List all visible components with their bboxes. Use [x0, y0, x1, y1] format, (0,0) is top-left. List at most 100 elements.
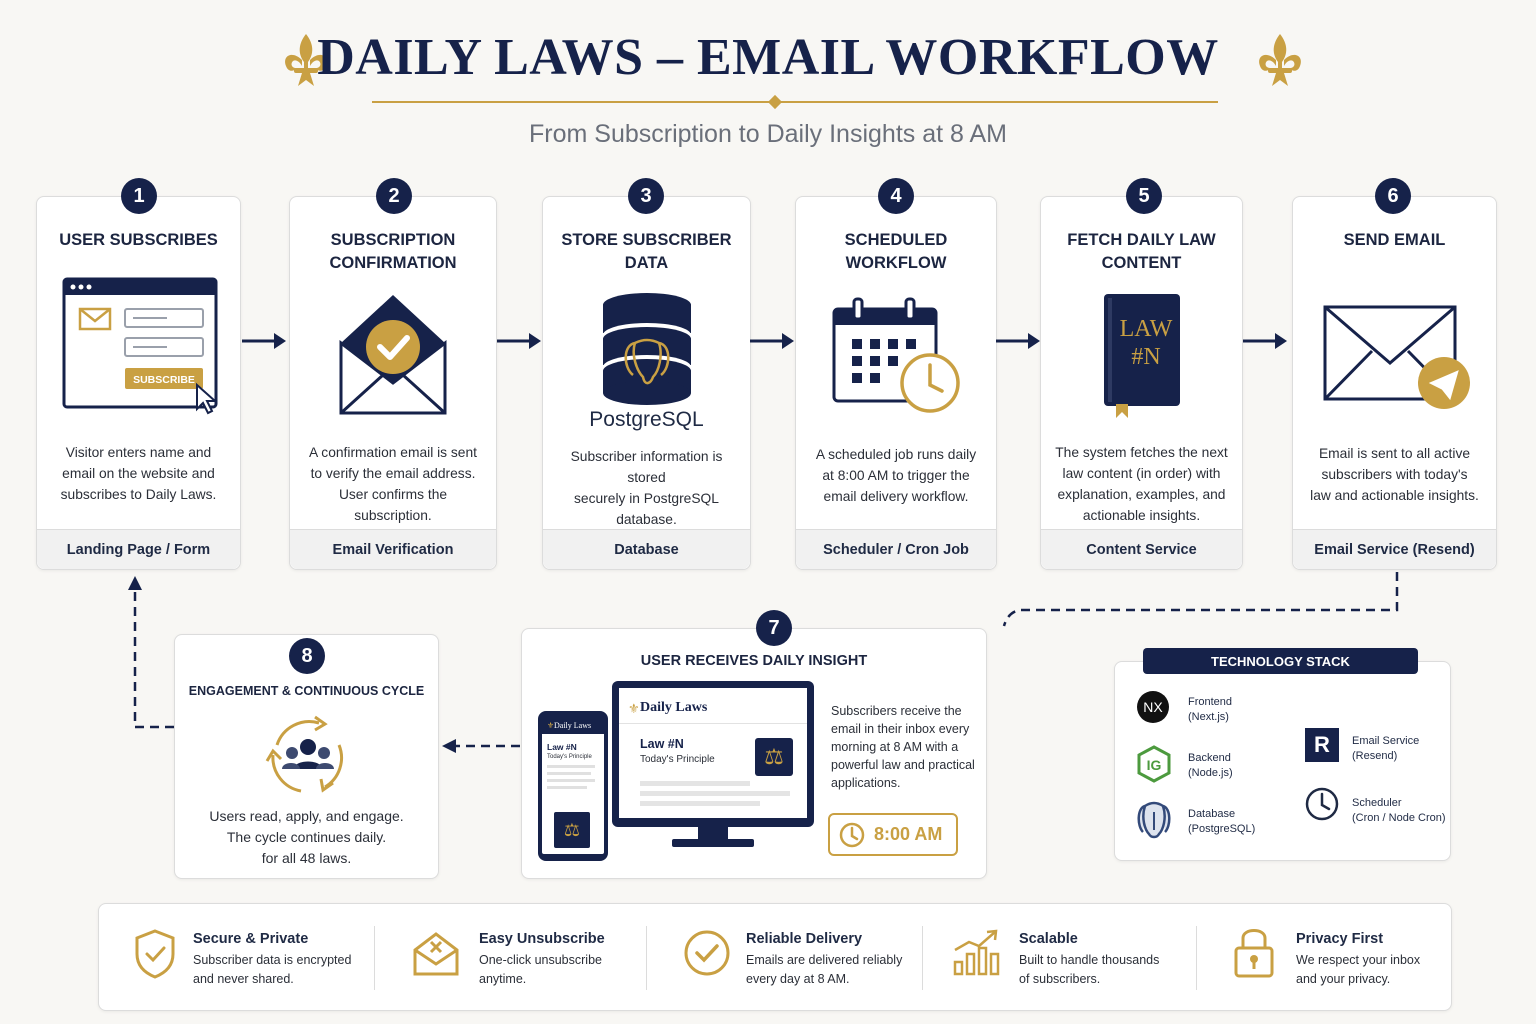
book-title-line1: LAW	[1119, 316, 1172, 342]
step-footer: Landing Page / Form	[37, 529, 240, 569]
flow-arrow-icon	[1241, 331, 1289, 351]
step-footer: Scheduler / Cron Job	[796, 529, 996, 569]
step-description: Subscribers receive the email in their i…	[831, 704, 975, 790]
step-card-4: SCHEDULED WORKFLOW A scheduled job runs …	[795, 196, 997, 570]
email-law-subtitle: Today's Principle	[640, 754, 715, 765]
calendar-clock-icon	[832, 297, 960, 413]
step-card-5: FETCH DAILY LAW CONTENT LAW #N The syste…	[1040, 196, 1243, 570]
cycle-users-icon	[265, 715, 343, 793]
step-title: USER SUBSCRIBES	[59, 231, 218, 249]
feature-description: Emails are delivered reliably every day …	[746, 953, 903, 986]
feature-description: One-click unsubscribe anytime.	[479, 953, 602, 986]
step-card-6: SEND EMAIL Email is sent to all active s…	[1292, 196, 1497, 570]
features-bar: Secure & Private Subscriber data is encr…	[98, 903, 1452, 1011]
flow-arrow-icon	[748, 331, 796, 351]
feature-title: Scalable	[1019, 931, 1078, 947]
postgresql-icon	[1137, 801, 1171, 839]
database-icon	[602, 293, 691, 405]
phone-law-subtitle: Today's Principle	[547, 754, 592, 760]
phone-illustration: Daily Laws ⚜ Law #N Today's Principle ⚖	[538, 711, 608, 861]
step-card-2: SUBSCRIPTION CONFIRMATION A confirmation…	[289, 196, 497, 570]
technology-stack-panel: TECHNOLOGY STACK NX Frontend (Next.js) I…	[1114, 648, 1451, 861]
step-description: A confirmation email is sent to verify t…	[309, 445, 477, 523]
tech-label-scheduler: Scheduler (Cron / Node Cron)	[1352, 797, 1446, 824]
feature-description: Subscriber data is encrypted and never s…	[193, 953, 352, 986]
step-footer: Database	[543, 529, 750, 569]
monitor-base	[672, 839, 754, 847]
title-divider-ornament	[767, 94, 783, 110]
step-title: SUBSCRIPTION CONFIRMATION	[329, 231, 457, 272]
feature-title: Easy Unsubscribe	[479, 931, 605, 947]
flow-arrow-icon	[994, 331, 1042, 351]
fleur-de-lis-icon: ⚜	[628, 701, 640, 716]
clock-icon	[839, 822, 865, 847]
tech-stack-title: TECHNOLOGY STACK	[1143, 648, 1418, 674]
step-badge: 2	[376, 178, 412, 214]
step-description: Subscriber information is stored securel…	[570, 449, 723, 527]
step-footer: Email Service (Resend)	[1293, 529, 1496, 569]
subscribe-form-icon: SUBSCRIBE	[62, 277, 218, 415]
step-card-1: USER SUBSCRIBES SUBSCRIBE Visitor enters…	[36, 196, 241, 570]
book-icon: LAW #N	[1103, 294, 1180, 418]
step-description: A scheduled job runs daily at 8:00 AM to…	[815, 447, 977, 504]
feature-title: Reliable Delivery	[746, 931, 863, 947]
step-title: STORE SUBSCRIBER DATA	[561, 231, 732, 272]
shield-check-icon	[135, 929, 175, 979]
step-title: SCHEDULED WORKFLOW	[844, 231, 948, 272]
scales-icon: ⚖	[554, 812, 590, 848]
step-footer: Content Service	[1041, 529, 1242, 569]
monitor-stand	[698, 827, 728, 841]
tech-label-email-service: Email Service (Resend)	[1352, 735, 1420, 762]
step-card-7: USER RECEIVES DAILY INSIGHT Daily Laws ⚜…	[521, 628, 987, 879]
step-badge: 4	[878, 178, 914, 214]
tech-label-frontend: Frontend (Next.js)	[1188, 696, 1233, 723]
growth-chart-icon	[953, 929, 1000, 976]
envelope-check-icon	[339, 295, 447, 415]
step-title: SEND EMAIL	[1343, 231, 1446, 249]
feature-description: We respect your inbox and your privacy.	[1296, 953, 1421, 986]
step-footer: Email Verification	[290, 529, 496, 569]
envelope-x-icon	[413, 932, 459, 976]
step-badge: 6	[1375, 178, 1411, 214]
nodejs-icon: IG	[1137, 745, 1171, 783]
book-title-line2: #N	[1131, 344, 1160, 370]
envelope-send-icon	[1323, 305, 1470, 409]
email-law-label: Law #N	[640, 737, 684, 751]
step-card-8: ENGAGEMENT & CONTINUOUS CYCLE Users read…	[174, 634, 439, 879]
phone-law-label: Law #N	[547, 742, 577, 752]
step-description: The system fetches the next law content …	[1055, 445, 1228, 523]
postgresql-label: PostgreSQL	[589, 408, 704, 431]
step-title: USER RECEIVES DAILY INSIGHT	[640, 653, 868, 669]
email-brand: Daily Laws	[640, 700, 708, 715]
monitor-illustration: Daily Laws ⚜ Law #N Today's Principle ⚖	[612, 681, 814, 829]
phone-brand: Daily Laws	[554, 721, 592, 730]
fleur-de-lis-icon: ⚜	[547, 721, 555, 730]
title-divider	[372, 101, 1218, 103]
delivery-time: 8:00 AM	[874, 824, 943, 844]
check-circle-icon	[684, 930, 730, 976]
feature-description: Built to handle thousands of subscribers…	[1019, 953, 1160, 986]
step-badge: 7	[756, 610, 792, 646]
step-badge: 3	[628, 178, 664, 214]
step-description: Visitor enters name and email on the web…	[60, 445, 217, 502]
step-badge: 1	[121, 178, 157, 214]
feature-title: Secure & Private	[193, 931, 309, 947]
subscribe-button-label: SUBSCRIBE	[133, 374, 195, 386]
lock-icon	[1234, 929, 1274, 978]
flow-arrow-icon	[495, 331, 543, 351]
nextjs-icon: NX	[1137, 691, 1169, 723]
step-title: FETCH DAILY LAW CONTENT	[1067, 231, 1216, 272]
tech-label-database: Database (PostgreSQL)	[1188, 808, 1256, 835]
scales-icon: ⚖	[755, 738, 793, 776]
step-description: Email is sent to all active subscribers …	[1310, 446, 1479, 503]
step-card-3: STORE SUBSCRIBER DATA PostgreSQL Subscri…	[542, 196, 751, 570]
page-subtitle: From Subscription to Daily Insights at 8…	[529, 120, 1007, 148]
page-title: DAILY LAWS – EMAIL WORKFLOW	[317, 29, 1219, 86]
step-description: Users read, apply, and engage. The cycle…	[209, 808, 404, 866]
tech-label-backend: Backend (Node.js)	[1188, 752, 1233, 779]
step-badge: 8	[289, 638, 325, 674]
step-title: ENGAGEMENT & CONTINUOUS CYCLE	[188, 684, 425, 698]
svg-text:IG: IG	[1147, 757, 1162, 773]
step-badge: 5	[1126, 178, 1162, 214]
feature-title: Privacy First	[1296, 931, 1384, 947]
